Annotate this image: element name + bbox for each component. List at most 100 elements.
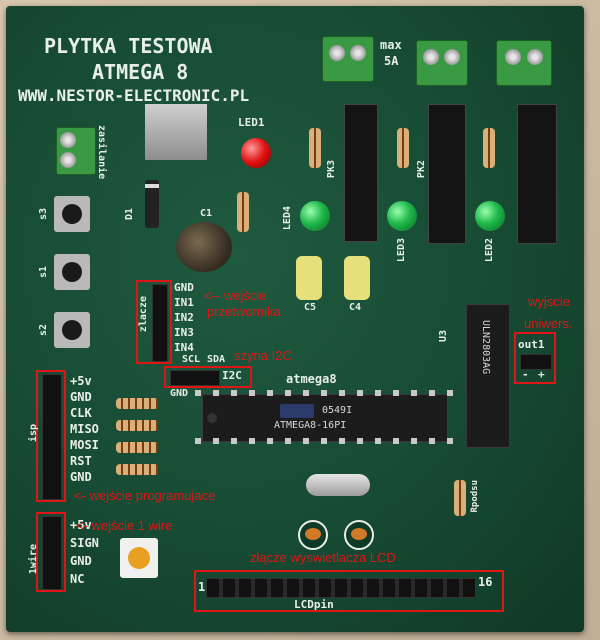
button-s3[interactable]	[54, 196, 90, 232]
isp-label: isp	[28, 424, 39, 443]
isp-header	[42, 374, 62, 500]
capacitor-c5	[296, 256, 322, 300]
capacitor-c4	[344, 256, 370, 300]
isp-pin-5v: +5v	[70, 374, 92, 388]
isp-resistor-3	[116, 442, 158, 453]
power-terminal	[56, 127, 96, 175]
regulator-heatsink	[145, 104, 207, 160]
adc-header	[152, 284, 168, 362]
isp-pin-miso: MISO	[70, 422, 99, 436]
resistor-pk1	[483, 128, 495, 168]
atmel-logo	[280, 404, 314, 418]
led1	[241, 138, 271, 168]
lcd-pin-last: 16	[478, 575, 493, 589]
led1-label: LED1	[238, 116, 265, 129]
s2-label: s2	[38, 324, 49, 337]
adc-pin-in2: IN2	[174, 311, 194, 324]
amps-label: 5A	[384, 54, 399, 68]
resistor-pk3	[309, 128, 321, 168]
lcdpin-label: LCDpin	[294, 598, 334, 611]
resistor-pk2	[397, 128, 409, 168]
atmega8-chip	[202, 394, 448, 442]
zlacze-label: zlacze	[138, 296, 149, 333]
board-title-line2: ATMEGA 8	[92, 60, 189, 84]
isp-resistor-2	[116, 420, 158, 431]
led3	[387, 201, 417, 231]
isp-resistor-1	[116, 398, 158, 409]
annotation-programming: <- wejście programujace	[74, 488, 216, 503]
lcd-pin-first: 1	[198, 580, 206, 594]
u3-label: U3	[438, 330, 449, 343]
chip-pins-bottom	[195, 438, 453, 444]
atmega8-label: atmega8	[286, 372, 337, 386]
gnd-i2c-label: GND	[170, 388, 189, 399]
isp-pin-rst: RST	[70, 454, 92, 468]
d1-label: D1	[124, 208, 135, 221]
i2c-label: I2C	[222, 369, 242, 382]
relay-pk3	[344, 104, 378, 242]
chip-marking-2: ATMEGA8-16PI	[274, 420, 347, 431]
pk2-label: PK2	[416, 160, 427, 179]
annotation-output-2: uniwers.	[524, 316, 573, 331]
uln-marking: ULN2803AG	[480, 320, 491, 375]
annotation-lcd: złącze wyswietlacza LCD	[250, 550, 396, 565]
led4-label: LED4	[282, 206, 293, 231]
out1-label: out1	[518, 338, 545, 351]
adc-header-box	[136, 280, 172, 364]
led2-label: LED2	[484, 238, 495, 263]
s3-label: s3	[38, 208, 49, 221]
rpodsu-label: Rpodsu	[470, 480, 480, 513]
onewire-pin-sign: SIGN	[70, 536, 99, 550]
annotation-adc-1: <-- wejście	[204, 288, 267, 303]
small-cap-1	[298, 520, 328, 550]
onewire-pin-nc: NC	[70, 572, 85, 586]
c5-label: C5	[304, 302, 317, 313]
output-terminal-1	[322, 36, 374, 82]
adc-pin-in4: IN4	[174, 341, 194, 354]
board-url: WWW.NESTOR-ELECTRONIC.PL	[18, 86, 250, 105]
capacitor-c1	[176, 222, 232, 272]
pk3-label: PK3	[326, 160, 337, 179]
output-terminal-2	[416, 40, 468, 86]
isp-pin-mosi: MOSI	[70, 438, 99, 452]
c4-label: C4	[349, 302, 362, 313]
i2c-header-box	[164, 366, 252, 388]
lcd-connector-box	[194, 570, 504, 612]
onewire-header-box	[36, 512, 66, 592]
led4	[300, 201, 330, 231]
onewire-pin-5v: +5v	[70, 518, 92, 532]
c1-label: C1	[200, 208, 213, 219]
lcd-connector	[206, 578, 476, 598]
sda-label: SDA	[207, 354, 226, 365]
isp-pin-clk: CLK	[70, 406, 92, 420]
adc-pin-in1: IN1	[174, 296, 194, 309]
resistor-rpodsu	[454, 480, 466, 516]
onewire-header	[42, 516, 62, 590]
adc-pin-gnd: GND	[174, 281, 194, 294]
adc-pin-in3: IN3	[174, 326, 194, 339]
relay-pk1	[517, 104, 557, 244]
resistor-led1	[237, 192, 249, 232]
small-cap-2	[344, 520, 374, 550]
s1-label: s1	[38, 266, 49, 279]
led2	[475, 201, 505, 231]
led3-label: LED3	[396, 238, 407, 263]
isp-pin-gnd1: GND	[70, 390, 92, 404]
isp-header-box	[36, 370, 66, 502]
out1-header	[520, 354, 552, 370]
i2c-header	[170, 370, 220, 386]
diode-d1	[145, 180, 159, 228]
out1-box	[514, 332, 556, 384]
potentiometer[interactable]	[120, 538, 158, 578]
max-label: max	[380, 38, 402, 52]
annotation-output-1: wyjscie	[528, 294, 570, 309]
annotation-onewire: <- wejście 1 wire	[76, 518, 173, 533]
out1-plus: +	[538, 368, 545, 381]
button-s2[interactable]	[54, 312, 90, 348]
isp-pin-gnd2: GND	[70, 470, 92, 484]
uln2803-chip	[466, 304, 510, 448]
button-s1[interactable]	[54, 254, 90, 290]
scl-label: SCL	[182, 354, 201, 365]
onewire-label: 1wire	[28, 544, 39, 575]
